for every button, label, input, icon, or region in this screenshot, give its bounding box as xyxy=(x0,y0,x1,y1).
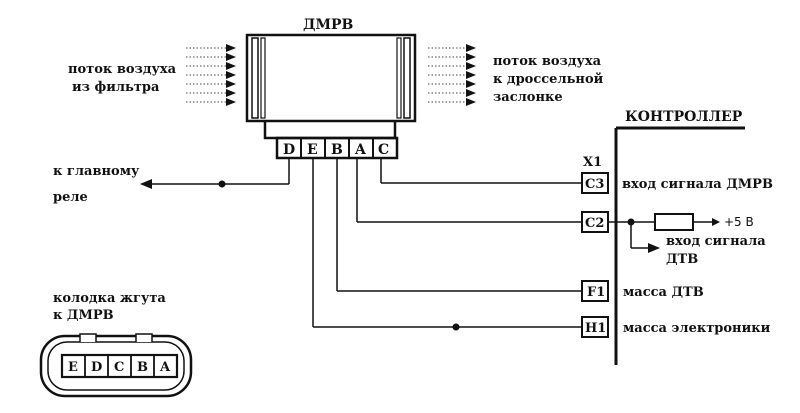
harness-pin-a: A xyxy=(159,360,171,375)
controller-frame xyxy=(614,126,745,365)
relay-line2: реле xyxy=(53,190,88,205)
connector-x1: X1 xyxy=(583,155,602,170)
airflow-in-line2: из фильтра xyxy=(72,80,160,95)
label-f1: масса ДТВ xyxy=(623,285,704,300)
supply-arrowhead xyxy=(712,218,720,226)
dtv-line1: вход сигнала xyxy=(666,234,766,249)
controller-pin-f1: F1 xyxy=(587,285,605,300)
label-h1: масса электроники xyxy=(623,321,771,336)
airflow-out-arrows xyxy=(428,47,466,103)
controller-pin-boxes xyxy=(581,172,609,338)
sensor-pin-b: B xyxy=(331,142,343,158)
harness-line2: к ДМРВ xyxy=(53,308,114,323)
relay-line1: к главному xyxy=(53,164,140,179)
harness-pin-d: D xyxy=(91,360,102,375)
supply-label: +5 В xyxy=(724,215,754,229)
label-c3: вход сигнала ДМРВ xyxy=(622,177,773,192)
harness-pin-b: B xyxy=(137,360,148,375)
harness-connector xyxy=(39,333,193,398)
junction-dot-relay xyxy=(218,180,226,188)
sensor-pin-d: D xyxy=(283,142,295,158)
junction-dot-ground xyxy=(452,323,460,331)
harness-pin-c: C xyxy=(114,360,124,375)
relay-arrowhead xyxy=(140,179,152,189)
controller-pin-c3: C3 xyxy=(585,177,604,192)
dtv-line2: ДТВ xyxy=(666,252,698,267)
sensor-pin-a: A xyxy=(354,142,367,158)
dtv-arrowhead xyxy=(648,243,660,253)
airflow-out-heads xyxy=(466,44,476,106)
airflow-out-line3: заслонке xyxy=(493,90,563,105)
sensor-pin-e: E xyxy=(307,142,318,158)
pullup-resistor xyxy=(654,213,694,231)
airflow-out-line2: к дроссельной xyxy=(493,72,604,87)
harness-line1: колодка жгута xyxy=(53,291,166,306)
sensor-title: ДМРВ xyxy=(303,17,353,33)
controller-title: КОНТРОЛЛЕР xyxy=(625,109,743,125)
sensor-pin-c: C xyxy=(378,142,389,158)
airflow-out-line1: поток воздуха xyxy=(493,54,602,69)
maf-sensor-body xyxy=(245,33,417,160)
airflow-in-line1: поток воздуха xyxy=(68,62,177,77)
airflow-in-heads xyxy=(226,44,236,106)
junction-dot-c2 xyxy=(627,218,635,226)
airflow-in-arrows xyxy=(186,47,226,103)
harness-pin-e: E xyxy=(68,360,78,375)
controller-pin-c2: C2 xyxy=(585,216,604,231)
controller-pin-h1: H1 xyxy=(585,321,606,336)
